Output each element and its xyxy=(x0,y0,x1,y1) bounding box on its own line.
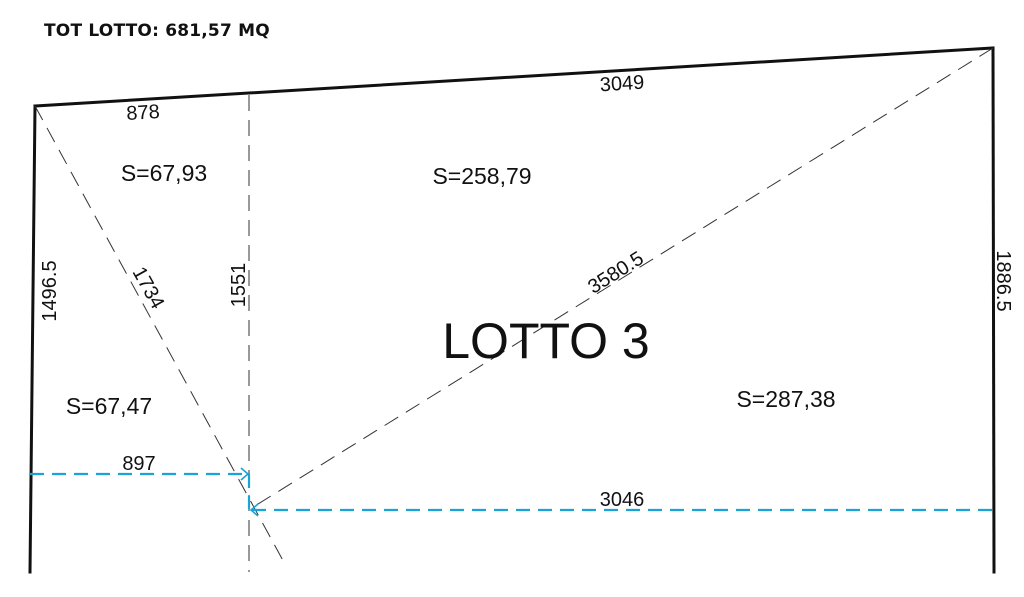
lower-right-measure-arrow xyxy=(249,503,259,517)
lot-boundary-top xyxy=(33,46,995,108)
dim-lower-right-width: 3046 xyxy=(600,489,645,511)
dim-left-edge: 1496.5 xyxy=(39,260,61,321)
lower-left-measure-arrow xyxy=(240,467,250,481)
dim-right-edge: 1886.5 xyxy=(992,250,1014,311)
lot-boundary-right xyxy=(991,46,996,574)
dim-vertical-divider: 1551 xyxy=(228,263,250,308)
area-bottom-right: S=287,38 xyxy=(736,386,835,412)
dim-main-diagonal: 3580.5 xyxy=(584,247,648,298)
dim-lower-left-width: 897 xyxy=(122,453,155,475)
main-diagonal-line xyxy=(249,47,994,510)
total-lot-area-label: TOT LOTTO: 681,57 MQ xyxy=(44,21,270,41)
left-diagonal-line xyxy=(34,105,287,567)
area-bottom-left: S=67,47 xyxy=(66,393,152,419)
area-top-center: S=258,79 xyxy=(432,163,531,189)
dim-top-left-edge: 878 xyxy=(126,101,161,125)
lot-boundary-left xyxy=(28,104,37,574)
area-top-left: S=67,93 xyxy=(121,160,207,186)
lot-title: LOTTO 3 xyxy=(442,313,649,369)
dim-top-right-edge: 3049 xyxy=(599,72,645,97)
dim-left-diagonal: 1734 xyxy=(128,263,169,313)
